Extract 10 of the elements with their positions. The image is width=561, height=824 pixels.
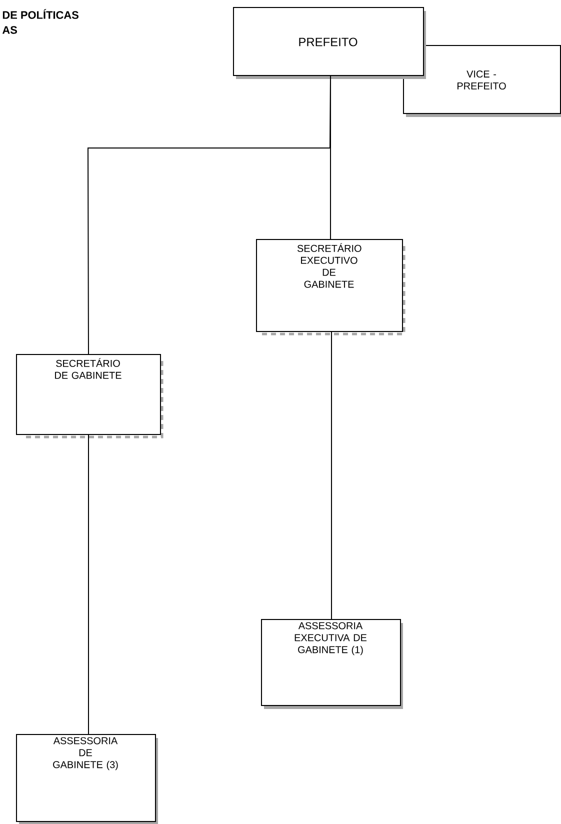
- org-box: ASSESSORIA DE GABINETE (3): [16, 734, 158, 824]
- org-box: SECRETÁRIO DE GABINETE: [16, 354, 164, 438]
- connector-line: [331, 332, 332, 620]
- heading-text: DE POLÍTICAS: [2, 9, 78, 19]
- heading-text: AS: [2, 26, 17, 34]
- org-box: ASSESSORIA EXECUTIVA DE GABINETE (1): [261, 619, 403, 709]
- org-box: SECRETÁRIO EXECUTIVO DE GABINETE: [256, 239, 406, 336]
- connector-line: [88, 434, 89, 734]
- org-box: PREFEITO: [233, 7, 426, 79]
- org-box: VICE - PREFEITO: [403, 45, 561, 117]
